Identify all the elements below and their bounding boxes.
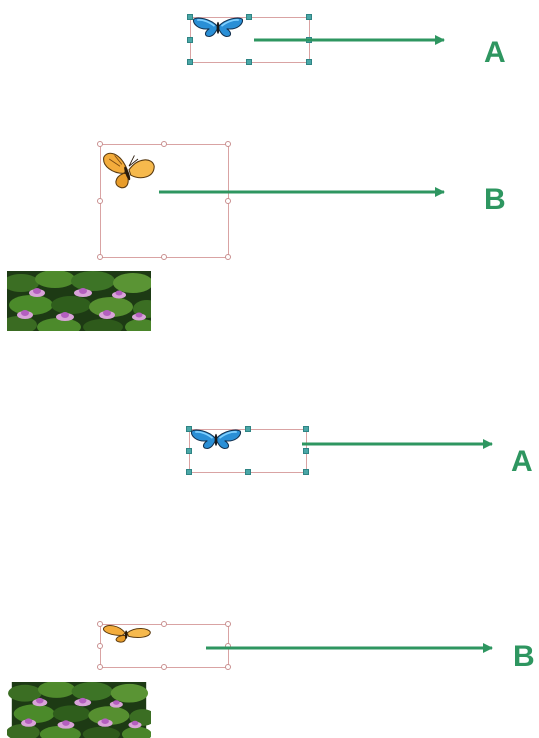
resize-handle[interactable] [187,37,193,43]
resize-handle[interactable] [97,621,103,627]
water-lily-image [7,682,151,738]
resize-handle[interactable] [186,469,192,475]
water-lily-image [7,271,151,331]
resize-handle[interactable] [225,621,231,627]
resize-handle[interactable] [245,426,251,432]
resize-handle[interactable] [303,448,309,454]
resize-handle[interactable] [303,426,309,432]
resize-handle[interactable] [161,141,167,147]
resize-handle[interactable] [225,664,231,670]
resize-handle[interactable] [303,469,309,475]
orange-butterfly-icon[interactable] [102,623,152,643]
resize-handle[interactable] [246,14,252,20]
resize-handle[interactable] [186,448,192,454]
blue-butterfly-icon[interactable] [190,428,242,450]
resize-handle[interactable] [245,469,251,475]
resize-handle[interactable] [97,664,103,670]
arrow [254,35,445,45]
arrow [302,439,493,449]
resize-handle[interactable] [161,621,167,627]
resize-handle[interactable] [97,141,103,147]
resize-handle[interactable] [187,59,193,65]
blue-butterfly-icon[interactable] [192,16,244,38]
resize-handle[interactable] [161,254,167,260]
arrow [206,643,493,653]
resize-handle[interactable] [225,141,231,147]
label-a: A [484,36,506,69]
orange-butterfly-icon[interactable] [102,146,156,190]
resize-handle[interactable] [186,426,192,432]
resize-handle[interactable] [97,198,103,204]
label-a: A [511,445,533,478]
resize-handle[interactable] [225,198,231,204]
arrow [159,187,445,197]
resize-handle[interactable] [246,59,252,65]
resize-handle[interactable] [97,254,103,260]
resize-handle[interactable] [225,254,231,260]
resize-handle[interactable] [306,14,312,20]
resize-handle[interactable] [97,643,103,649]
resize-handle[interactable] [306,59,312,65]
label-b: B [484,183,506,216]
resize-handle[interactable] [161,664,167,670]
resize-handle[interactable] [187,14,193,20]
label-b: B [513,640,535,673]
